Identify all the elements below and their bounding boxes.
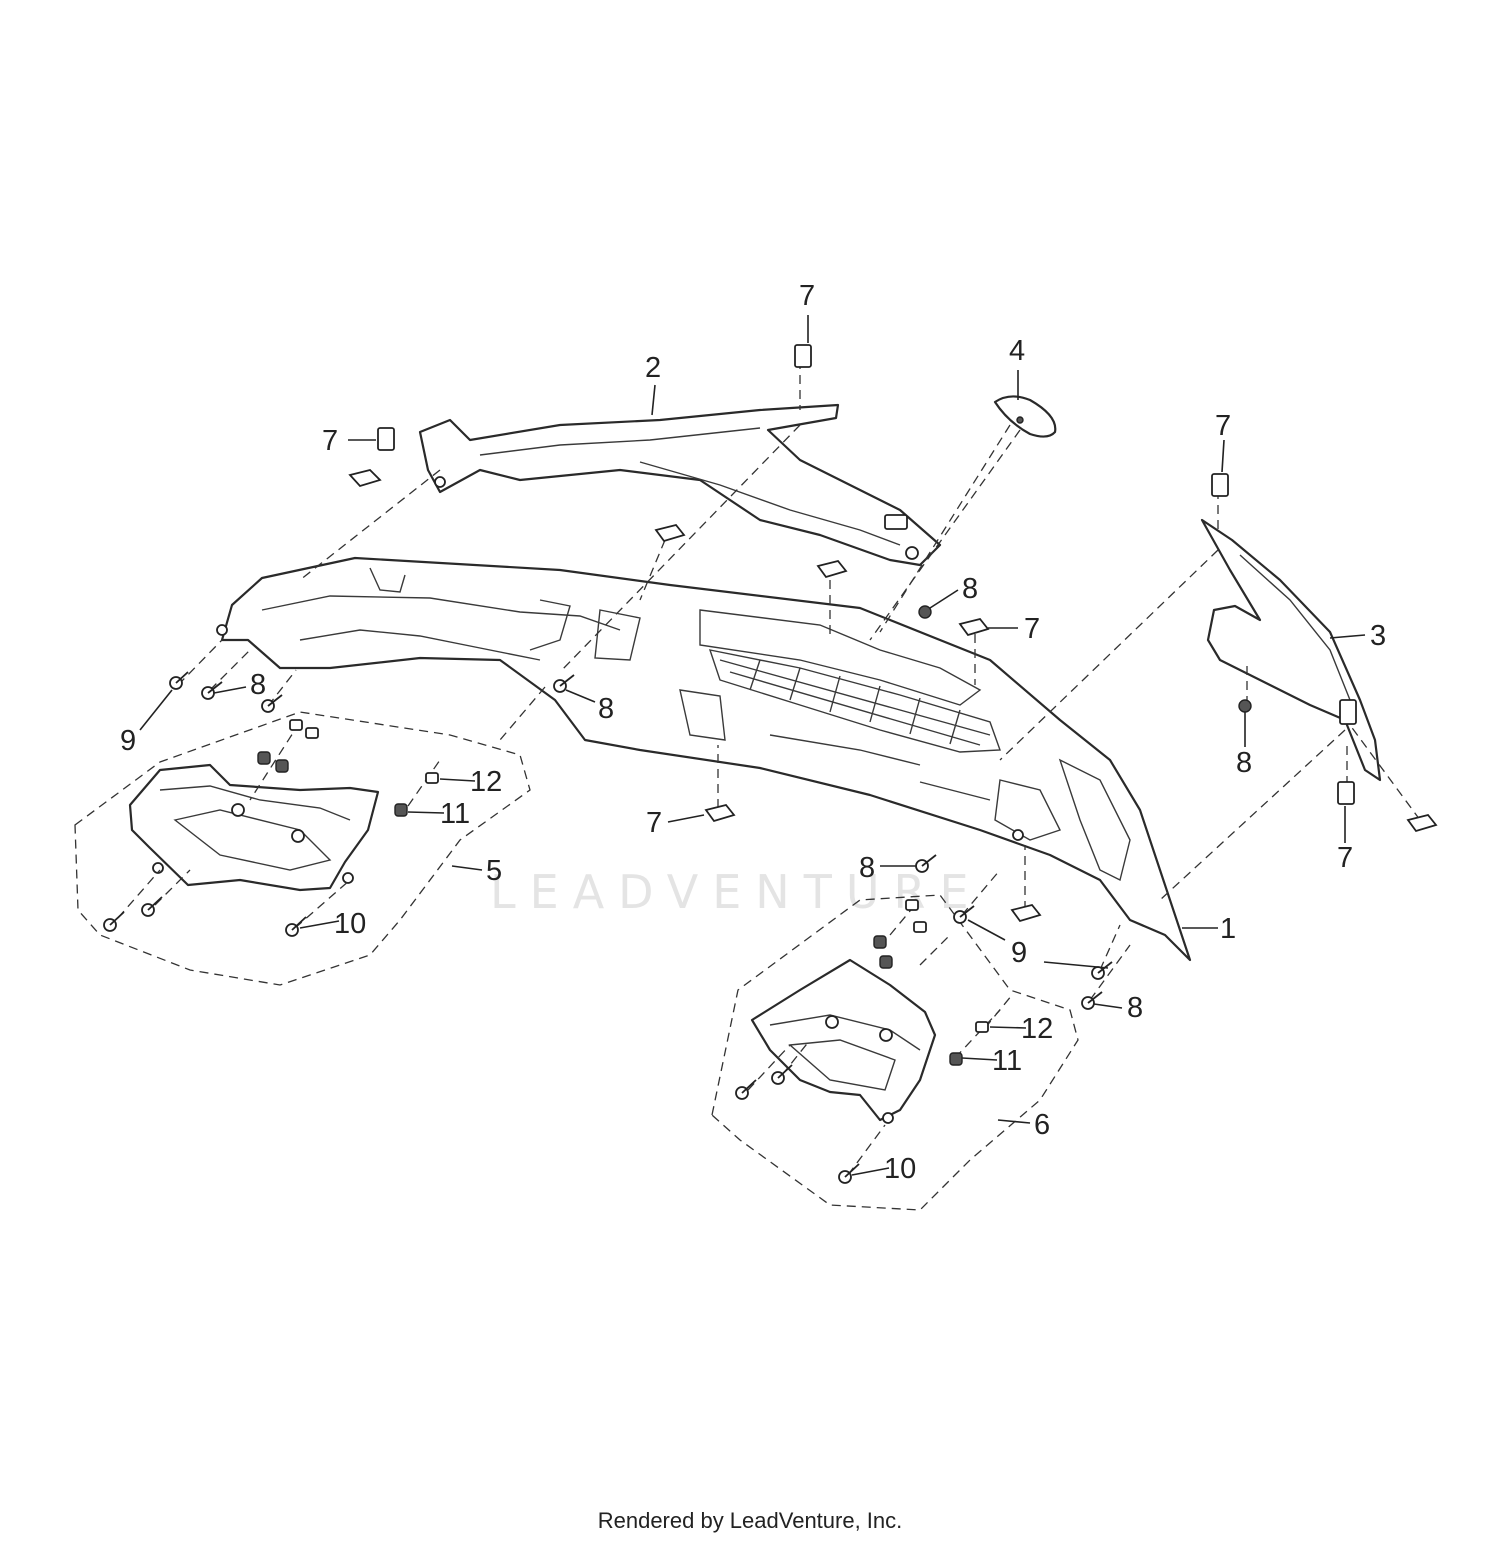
footer-credit: Rendered by LeadVenture, Inc. (597, 1508, 903, 1533)
springs-11-nuts-12[interactable] (257, 719, 989, 1066)
callout-8-upper: 8 (962, 573, 978, 605)
watermark-text: LEADVENTURE (490, 865, 983, 919)
part-3-right-trim[interactable] (1200, 518, 1382, 782)
group-5-boundary (74, 711, 531, 986)
part-6-right-bracket[interactable] (750, 958, 937, 1124)
callout-12-right: 12 (1021, 1013, 1053, 1045)
callout-1: 1 (1220, 913, 1236, 945)
callout-8-right: 8 (1236, 747, 1252, 779)
callout-10-left: 10 (334, 908, 366, 940)
callout-5: 5 (486, 855, 502, 887)
callout-8-lower: 8 (859, 852, 875, 884)
group-6-boundary (711, 894, 1079, 1211)
callout-3: 3 (1370, 620, 1386, 652)
clip-nuts-7[interactable] (348, 344, 1438, 923)
callout-4: 4 (1009, 335, 1025, 367)
callout-7-bottom: 7 (646, 807, 662, 839)
callout-11-right: 11 (992, 1045, 1022, 1077)
callout-7-top: 7 (799, 280, 815, 312)
callout-12-left: 12 (470, 766, 502, 798)
callout-10-right: 10 (884, 1153, 916, 1185)
callout-9-left: 9 (120, 725, 136, 757)
callout-7-right-top: 7 (1215, 410, 1231, 442)
callout-labels: 1 2 3 4 5 6 7 7 7 7 7 7 8 8 8 8 8 8 9 9 … (120, 280, 1386, 1185)
callout-7-center: 7 (1024, 613, 1040, 645)
callout-9-right: 9 (1011, 937, 1027, 969)
part-2-upper-trim[interactable] (418, 403, 942, 567)
callout-6: 6 (1034, 1109, 1050, 1141)
callout-11-left: 11 (440, 798, 470, 830)
callout-7-left: 7 (322, 425, 338, 457)
callout-2: 2 (645, 352, 661, 384)
callout-7-right-bottom: 7 (1337, 842, 1353, 874)
callout-8-far-right: 8 (1127, 992, 1143, 1024)
part-1-front-fascia[interactable] (216, 556, 1192, 962)
part-4-emblem[interactable] (993, 395, 1057, 438)
leader-lines (139, 315, 1366, 1176)
callout-8-left: 8 (250, 669, 266, 701)
part-5-left-bracket[interactable] (128, 763, 380, 892)
callout-8-center-left: 8 (598, 693, 614, 725)
